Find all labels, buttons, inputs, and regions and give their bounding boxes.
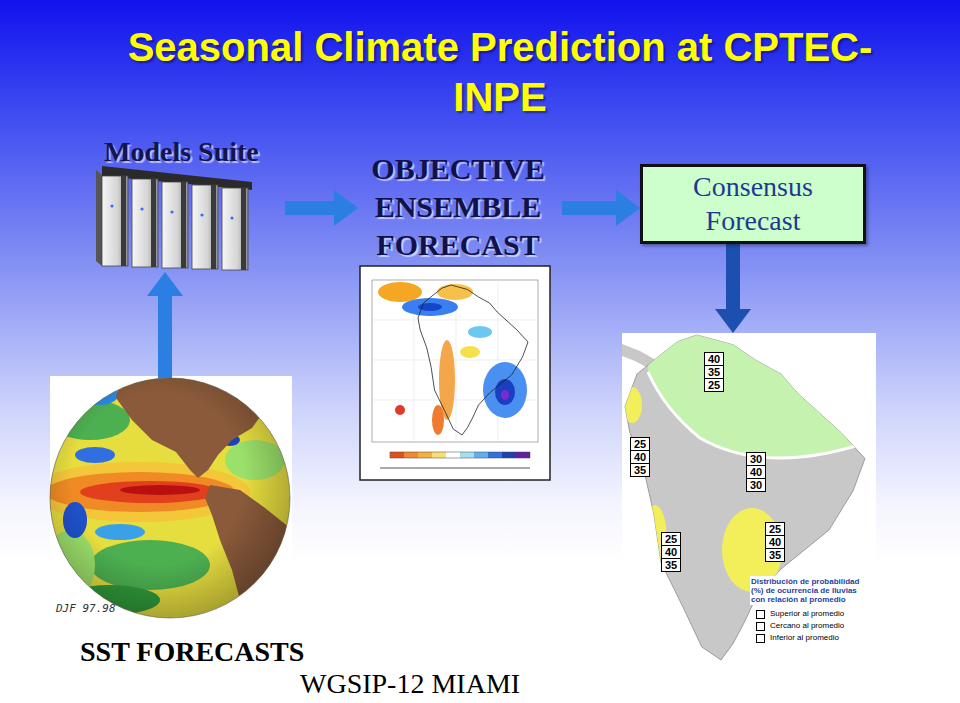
rack-strip xyxy=(151,179,156,267)
globe-ground xyxy=(50,376,292,622)
meeting-label: WGSIP-12 MIAMI xyxy=(300,670,520,698)
rack-strip xyxy=(181,182,186,268)
probability-cell: 35 xyxy=(661,558,681,572)
block-arrow xyxy=(158,296,172,378)
color-bar-step xyxy=(446,452,460,458)
probability-cell: 40 xyxy=(704,352,724,366)
rack-strip xyxy=(121,176,126,266)
color-bar-step xyxy=(432,452,446,458)
globe-rim xyxy=(50,378,290,618)
color-bar-frame xyxy=(390,452,530,458)
rack-strip xyxy=(211,185,216,269)
anomaly-patch xyxy=(501,390,509,400)
node-text: SST FORECASTS xyxy=(80,638,342,666)
color-bar-step xyxy=(474,452,488,458)
anomaly-patch xyxy=(495,379,515,405)
anomaly-patch xyxy=(483,362,527,418)
anomaly-patch xyxy=(468,326,492,338)
continent-outline xyxy=(418,285,528,435)
consensus-map xyxy=(622,330,880,665)
anomaly-patch xyxy=(460,346,480,358)
color-bar-step xyxy=(488,452,502,458)
legend-row: Inferior al promedio xyxy=(756,632,844,644)
color-bar-step xyxy=(516,452,530,458)
slide-title: Seasonal Climate Prediction at CPTEC-INP… xyxy=(105,22,895,122)
anomaly-patch xyxy=(395,405,405,415)
globe-shade xyxy=(50,378,290,618)
caption-strip xyxy=(380,467,530,469)
legend-text: Cercano al promedio xyxy=(770,622,844,630)
block-arrow xyxy=(562,201,616,215)
probability-cell: 25 xyxy=(661,532,681,546)
below-normal-region xyxy=(622,387,642,423)
rack-cabinet xyxy=(102,176,128,266)
rack-light xyxy=(200,213,203,216)
grid-lines xyxy=(372,280,538,442)
map-frame xyxy=(360,266,550,480)
plot-area xyxy=(372,280,538,442)
probability-cell: 35 xyxy=(765,548,785,562)
probability-cell: 30 xyxy=(746,452,766,466)
rack-light xyxy=(170,210,173,213)
color-bar-step xyxy=(502,452,516,458)
rack-cabinet xyxy=(162,182,188,268)
probability-cell: 40 xyxy=(746,465,766,479)
ensemble-forecast-node: OBJECTIVE ENSEMBLE FORECAST xyxy=(358,150,562,480)
legend-row: Cercano al promedio xyxy=(756,620,844,632)
legend-text: Superior al promedio xyxy=(770,610,844,618)
probability-cell: 35 xyxy=(630,463,650,477)
color-bar-step xyxy=(460,452,474,458)
rack-side xyxy=(96,170,102,266)
supercomputer-racks xyxy=(96,166,252,270)
legend-swatch xyxy=(756,634,765,643)
rack-cabinet xyxy=(132,179,158,267)
season-tag: DJF 97.98 xyxy=(56,603,116,615)
probability-cell: 25 xyxy=(704,378,724,392)
probability-regions xyxy=(622,330,880,592)
globe-fields xyxy=(30,376,290,620)
anomaly-patch xyxy=(402,298,458,316)
above-normal-region xyxy=(648,330,880,458)
computer-node: Models Suite xyxy=(100,134,285,272)
block-arrow xyxy=(285,201,334,215)
probability-cell: 40 xyxy=(661,545,681,559)
rack-light xyxy=(110,204,113,207)
probability-cell: 35 xyxy=(704,365,724,379)
region-boundary xyxy=(648,372,880,458)
anomaly-patch xyxy=(432,405,444,435)
rack-light xyxy=(140,207,143,210)
rack-light xyxy=(230,216,233,219)
legend: Superior al promedioCercano al promedioI… xyxy=(754,608,846,644)
legend-swatch xyxy=(756,622,765,631)
color-bar-step xyxy=(404,452,418,458)
node-text: Models Suite xyxy=(104,136,281,168)
node-text: Consensus Forecast xyxy=(643,170,863,237)
rack-cabinet xyxy=(222,188,248,270)
legend-swatch xyxy=(756,610,765,619)
consensus-box: Consensus Forecast xyxy=(640,164,866,244)
sst-globe xyxy=(30,376,292,622)
node-text: Distribución de probabilidad (%) de ocur… xyxy=(750,576,874,605)
color-bar-step xyxy=(418,452,432,458)
rack-strip xyxy=(241,188,246,270)
node-text: OBJECTIVE ENSEMBLE FORECAST xyxy=(358,150,558,264)
sst-globe-node: SST FORECASTS xyxy=(50,378,346,670)
probability-cell: 40 xyxy=(630,450,650,464)
anomaly-patch xyxy=(378,282,422,302)
color-bar xyxy=(390,452,530,458)
ensemble-map xyxy=(360,266,550,480)
probability-cell: 25 xyxy=(630,437,650,451)
probability-cell: 40 xyxy=(765,535,785,549)
legend-row: Superior al promedio xyxy=(756,608,844,620)
probability-cell: 30 xyxy=(746,478,766,492)
legend-text: Inferior al promedio xyxy=(770,634,839,642)
block-arrow xyxy=(726,244,740,309)
probability-cell: 25 xyxy=(765,522,785,536)
anomaly-patch xyxy=(418,303,442,311)
color-bar-step xyxy=(390,452,404,458)
globe-disc xyxy=(50,378,290,618)
rack-cabinet xyxy=(192,185,218,269)
